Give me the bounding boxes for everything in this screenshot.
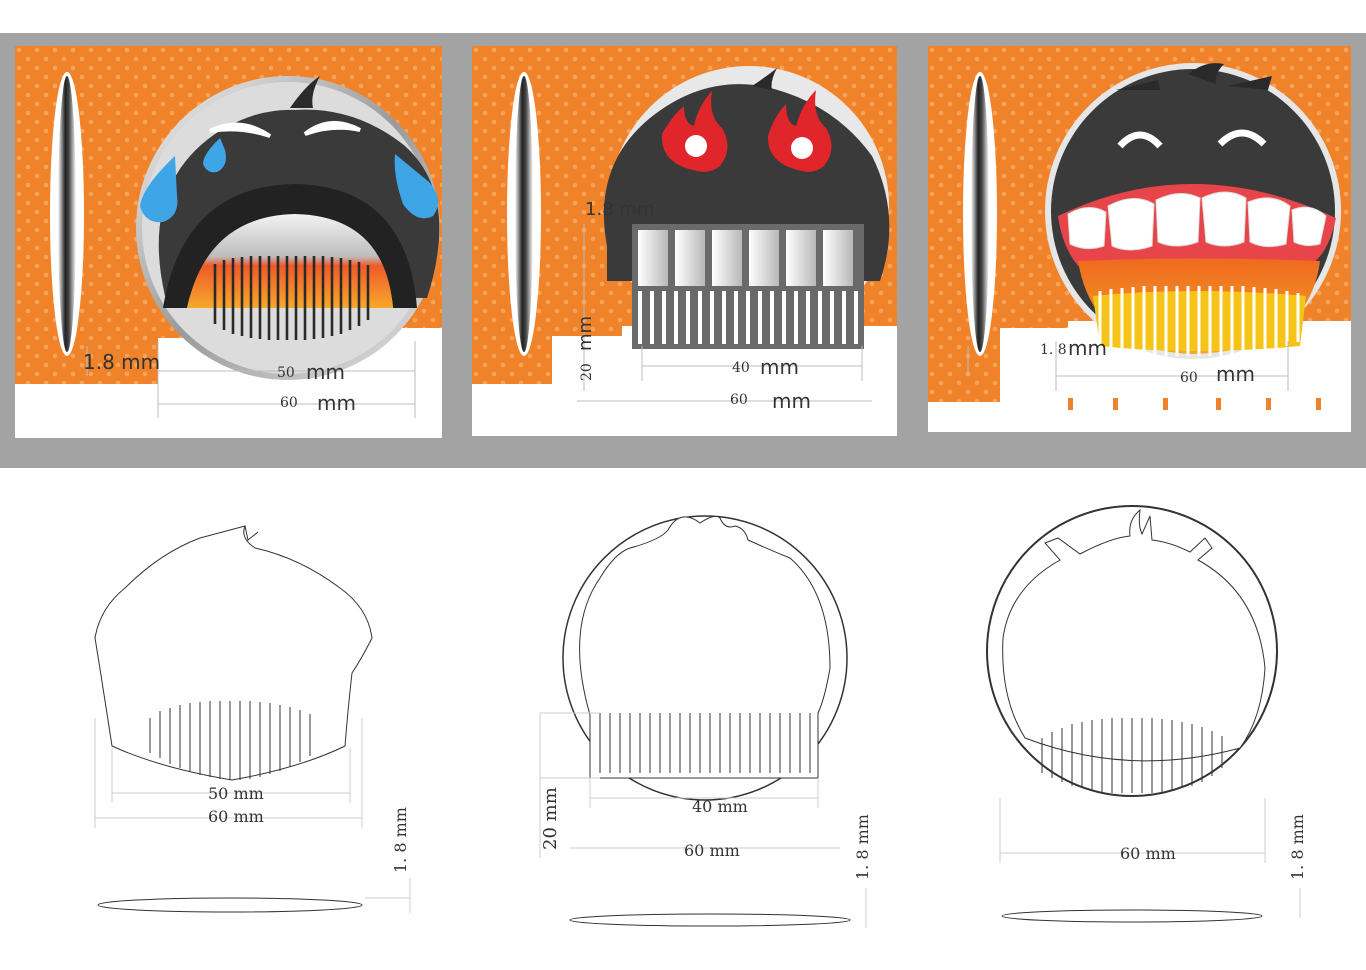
angry-outline-drawing (539, 515, 867, 928)
edge-view (971, 76, 989, 352)
tear-right (394, 154, 439, 219)
angry-thickness: 1. 8 mm (853, 814, 872, 880)
outer-width-unit: mm (1216, 362, 1255, 386)
technical-drawings-svg: 50 mm 60 mm 1. 8 mm (94, 505, 1307, 928)
flame-eye-right (767, 90, 832, 172)
thickness-number: 1. 8 (1040, 342, 1067, 358)
outer-width-number: 60 (730, 392, 748, 408)
angry-dim2: 60 mm (684, 841, 740, 860)
technical-drawings: 50 mm 60 mm 1. 8 mm (0, 468, 1366, 966)
outer-width-unit: mm (317, 391, 356, 415)
flame-eye-left (661, 91, 728, 172)
square-teeth (638, 230, 853, 286)
crying-dim1: 50 mm (208, 784, 264, 803)
card-strip (472, 326, 897, 436)
edge-view (515, 76, 533, 352)
left-eye (209, 122, 272, 138)
inner-width-unit: mm (306, 360, 345, 384)
panel-angry-comb: 1.8 mm 20 mm 40 mm 60 mm (472, 46, 897, 436)
laughing-comb-render: 1. 8 mm 60 mm (928, 46, 1351, 432)
inner-width-number: 50 (277, 365, 295, 381)
height-unit: mm (575, 316, 596, 351)
right-eye (1217, 129, 1267, 147)
angry-comb-render: 1.8 mm 20 mm 40 mm 60 mm (472, 46, 897, 436)
edge-view (58, 76, 76, 352)
angry-dim1: 40 mm (692, 797, 748, 816)
strip-notches (1068, 398, 1321, 410)
panel-crying-comb: 1.8 mm 50 mm 60 mm (15, 46, 442, 438)
laughing-outline-drawing (986, 505, 1301, 923)
outer-width-number: 60 (1180, 370, 1198, 386)
inner-width-unit: mm (760, 355, 799, 379)
crying-outline-drawing (94, 525, 411, 913)
mouth-frame (163, 184, 417, 308)
thickness-label: 1.8 mm (585, 199, 654, 220)
outer-width-number: 60 (280, 395, 298, 411)
big-teeth (1067, 191, 1327, 251)
laughing-dim2: 60 mm (1120, 844, 1176, 863)
panel-laughing-comb: 1. 8 mm 60 mm (928, 46, 1351, 432)
thickness-unit: mm (1068, 336, 1107, 360)
right-eye (303, 121, 361, 136)
tear-left (140, 156, 178, 223)
crying-dim2: 60 mm (208, 807, 264, 826)
crying-comb-render: 1.8 mm 50 mm 60 mm (15, 46, 442, 438)
crying-thickness: 1. 8 mm (391, 807, 410, 873)
inner-width-number: 40 (732, 360, 750, 376)
thickness-label: 1.8 mm (83, 350, 160, 374)
outer-width-unit: mm (772, 389, 811, 413)
tear-mid (203, 138, 226, 173)
height-number: 20 (579, 363, 595, 381)
left-eye (1117, 131, 1163, 149)
angry-height: 20 mm (540, 787, 561, 850)
laughing-thickness: 1. 8 mm (1288, 814, 1307, 880)
